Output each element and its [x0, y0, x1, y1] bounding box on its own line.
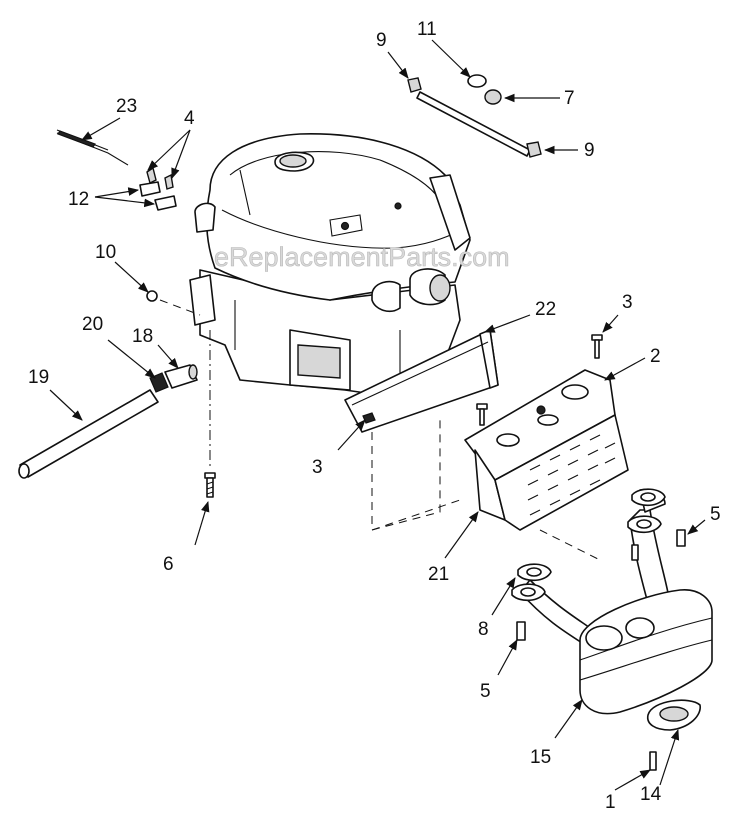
callout-3-top: 3 [622, 292, 633, 313]
callout-6: 6 [163, 554, 174, 575]
callout-20: 20 [82, 314, 103, 335]
governor-cable-parts [56, 129, 177, 211]
callout-9-right: 9 [584, 140, 595, 161]
callout-14: 14 [640, 784, 662, 805]
callout-4: 4 [184, 108, 195, 129]
callout-23: 23 [116, 96, 137, 117]
muffler-guard [464, 334, 629, 561]
callout-10: 10 [95, 242, 116, 263]
callout-22: 22 [535, 299, 556, 320]
callout-19: 19 [28, 367, 49, 388]
callout-18: 18 [132, 326, 153, 347]
callout-15: 15 [530, 747, 551, 768]
bolt-6 [204, 330, 216, 498]
callout-5-left: 5 [480, 681, 491, 702]
leader-lines [49, 39, 706, 791]
callout-7: 7 [564, 88, 575, 109]
callout-labels: 23 4 12 10 20 18 19 6 9 11 7 9 22 3 2 3 … [28, 19, 721, 813]
callout-5-right: 5 [710, 504, 721, 525]
callout-1: 1 [605, 792, 616, 813]
watermark-text: eReplacementParts.com [214, 242, 510, 272]
callout-3-left: 3 [312, 457, 323, 478]
callout-8: 8 [478, 619, 489, 640]
muffler-15 [511, 488, 713, 771]
fuel-line-parts [407, 74, 542, 158]
callout-2: 2 [650, 346, 661, 367]
callout-11: 11 [417, 19, 437, 40]
engine-assembly [189, 133, 471, 396]
callout-21: 21 [428, 564, 449, 585]
callout-12: 12 [68, 189, 89, 210]
callout-9-top: 9 [376, 30, 387, 51]
